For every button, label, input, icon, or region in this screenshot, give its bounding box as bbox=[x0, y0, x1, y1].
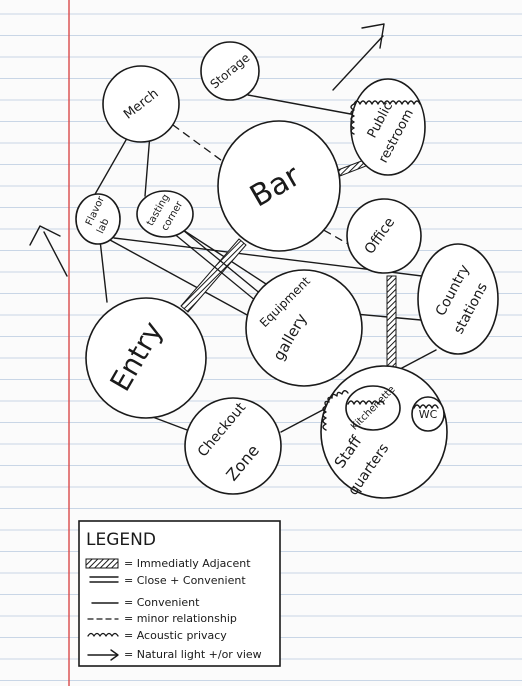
legend: LEGEND = Immediatly Adjacent = Close + C… bbox=[78, 520, 281, 667]
adjacent-bar-entry bbox=[180, 238, 247, 313]
legend-item-adjacent: = Immediatly Adjacent bbox=[124, 557, 251, 570]
connector-merch-flavor-lab bbox=[93, 132, 131, 197]
bubble-bar bbox=[217, 120, 341, 252]
bubble-flavor-lab bbox=[75, 193, 121, 245]
arrow-restroom-view-head bbox=[361, 23, 385, 49]
connector-merch-bar bbox=[172, 124, 226, 164]
bubble-storage bbox=[200, 41, 260, 101]
legend-symbol-view-arrow bbox=[87, 649, 119, 661]
acoustic-privacy-marks bbox=[322, 100, 439, 431]
bubble-kitchenette bbox=[345, 385, 401, 431]
bubble-entry bbox=[85, 297, 207, 419]
acoustic-restroom bbox=[353, 100, 421, 105]
connector-merch-tasting-corner bbox=[144, 133, 151, 197]
adjacent-office-staff bbox=[386, 275, 397, 369]
arrow-entry-view bbox=[43, 231, 68, 277]
view-arrows bbox=[29, 23, 385, 277]
bubble-staff-quarters bbox=[320, 365, 448, 499]
connector-flavor-lab-equipment bbox=[109, 239, 250, 317]
room-bubbles bbox=[75, 41, 499, 499]
legend-item-convenient: = Convenient bbox=[124, 596, 200, 609]
legend-symbol-adjacent bbox=[85, 558, 119, 569]
legend-item-minor: = minor relationship bbox=[124, 612, 237, 625]
label-wc: WC bbox=[419, 408, 438, 421]
adjacent-connectors bbox=[180, 159, 397, 369]
arrow-entry-view-head bbox=[29, 225, 61, 246]
legend-symbol-close bbox=[89, 576, 119, 583]
acoustic-staff bbox=[322, 390, 349, 431]
legend-item-view: = Natural light +/or view bbox=[124, 648, 262, 661]
legend-item-acoustic: = Acoustic privacy bbox=[124, 629, 227, 642]
bubble-office bbox=[346, 198, 422, 274]
bubble-checkout-zone bbox=[184, 397, 282, 495]
bubble-equipment-gallery bbox=[245, 269, 363, 387]
close-connector-tasting-equipment bbox=[171, 225, 263, 302]
bubble-public-restroom bbox=[350, 78, 426, 176]
adjacent-bar-restroom bbox=[337, 159, 367, 177]
acoustic-restroom-side bbox=[350, 103, 355, 135]
acoustic-kitchenette bbox=[347, 400, 385, 405]
bubble-tasting-corner bbox=[136, 190, 194, 238]
legend-symbol-acoustic bbox=[87, 632, 119, 637]
connector-storage-restroom bbox=[247, 94, 357, 116]
legend-box bbox=[78, 520, 281, 667]
connector-flavor-entry bbox=[99, 239, 108, 303]
legend-item-close: = Close + Convenient bbox=[124, 574, 246, 587]
connector-tasting-equipment bbox=[179, 227, 267, 285]
arrow-restroom-view bbox=[332, 35, 384, 91]
acoustic-wc bbox=[413, 404, 439, 409]
bubble-country-stations bbox=[417, 243, 499, 355]
bubble-merch bbox=[102, 65, 180, 143]
legend-title: LEGEND bbox=[86, 530, 156, 550]
